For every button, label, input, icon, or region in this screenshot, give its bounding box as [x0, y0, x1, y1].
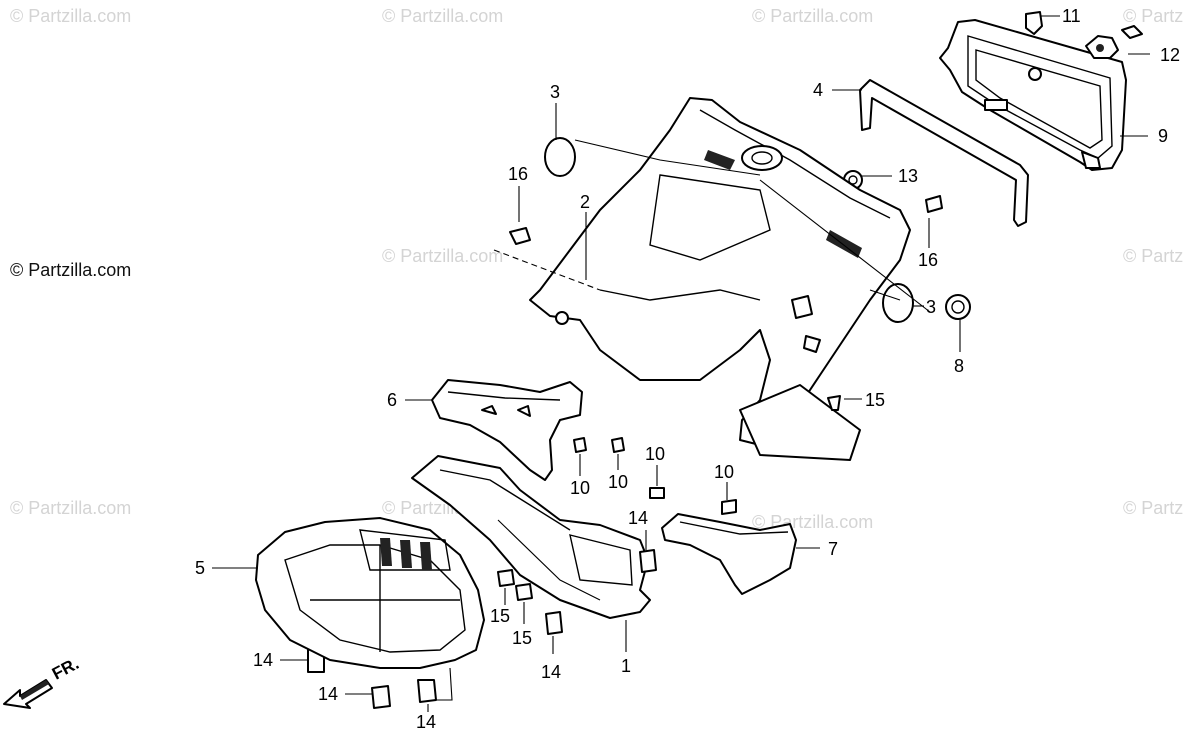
watermark-layer: © Partzilla.com © Partzilla.com © Partzi… — [10, 6, 1183, 532]
part-7-right-cover — [661, 513, 797, 595]
part-4-seal — [859, 79, 1029, 227]
callout-5: 5 — [195, 558, 205, 578]
part-1-center-panel — [411, 455, 651, 619]
callout-15: 15 — [490, 606, 510, 626]
watermark-text: © Partzilla.com — [10, 498, 131, 518]
callout-4: 4 — [813, 80, 823, 100]
front-direction-label: FR. — [49, 654, 82, 684]
part-15-screw — [497, 395, 841, 601]
part-14-bolt — [307, 549, 657, 709]
callout-10: 10 — [570, 478, 590, 498]
callout-10: 10 — [714, 462, 734, 482]
callout-8: 8 — [954, 356, 964, 376]
part-5-under-cover — [255, 517, 485, 669]
watermark-text: © Partz — [1123, 6, 1183, 26]
callout-16: 16 — [918, 250, 938, 270]
part-6-left-panel — [431, 379, 583, 481]
watermark-text: © Partzilla.com — [10, 6, 131, 26]
callout-1: 1 — [621, 656, 631, 676]
callout-12: 12 — [1160, 45, 1180, 65]
callout-10: 10 — [645, 444, 665, 464]
callout-13: 13 — [898, 166, 918, 186]
front-direction-indicator: FR. — [3, 654, 82, 709]
callout-15: 15 — [865, 390, 885, 410]
watermark-text: © Partz — [1123, 246, 1183, 266]
callout-6: 6 — [387, 390, 397, 410]
watermark-text: © Partzilla.com — [382, 246, 503, 266]
part-11-clip — [1025, 11, 1043, 35]
part-8-nut — [945, 294, 971, 320]
callout-15: 15 — [512, 628, 532, 648]
part-12-key-cylinder — [1085, 25, 1143, 59]
callout-3: 3 — [550, 82, 560, 102]
callout-14: 14 — [628, 508, 648, 528]
callout-9: 9 — [1158, 126, 1168, 146]
part-10-nut — [573, 437, 737, 515]
watermark-text: © Partz — [1123, 498, 1183, 518]
callout-2: 2 — [580, 192, 590, 212]
callout-14: 14 — [541, 662, 561, 682]
watermark-text: © Partzilla.com — [752, 6, 873, 26]
callout-10: 10 — [608, 472, 628, 492]
callout-16: 16 — [508, 164, 528, 184]
callout-3: 3 — [926, 297, 936, 317]
callout-14: 14 — [318, 684, 338, 704]
leader-lines — [212, 15, 1150, 712]
callout-labels: 1 2 3 3 4 5 6 7 8 9 10 10 10 10 11 12 13… — [195, 6, 1180, 732]
part-2-inner-box — [493, 97, 931, 461]
callout-14: 14 — [253, 650, 273, 670]
watermark-main: © Partzilla.com — [10, 260, 131, 280]
watermark-text: © Partzilla.com — [382, 6, 503, 26]
callout-14: 14 — [416, 712, 436, 732]
part-9-frame — [939, 19, 1127, 171]
part-16-screw — [509, 195, 943, 245]
callout-7: 7 — [828, 539, 838, 559]
callout-11: 11 — [1062, 6, 1081, 26]
